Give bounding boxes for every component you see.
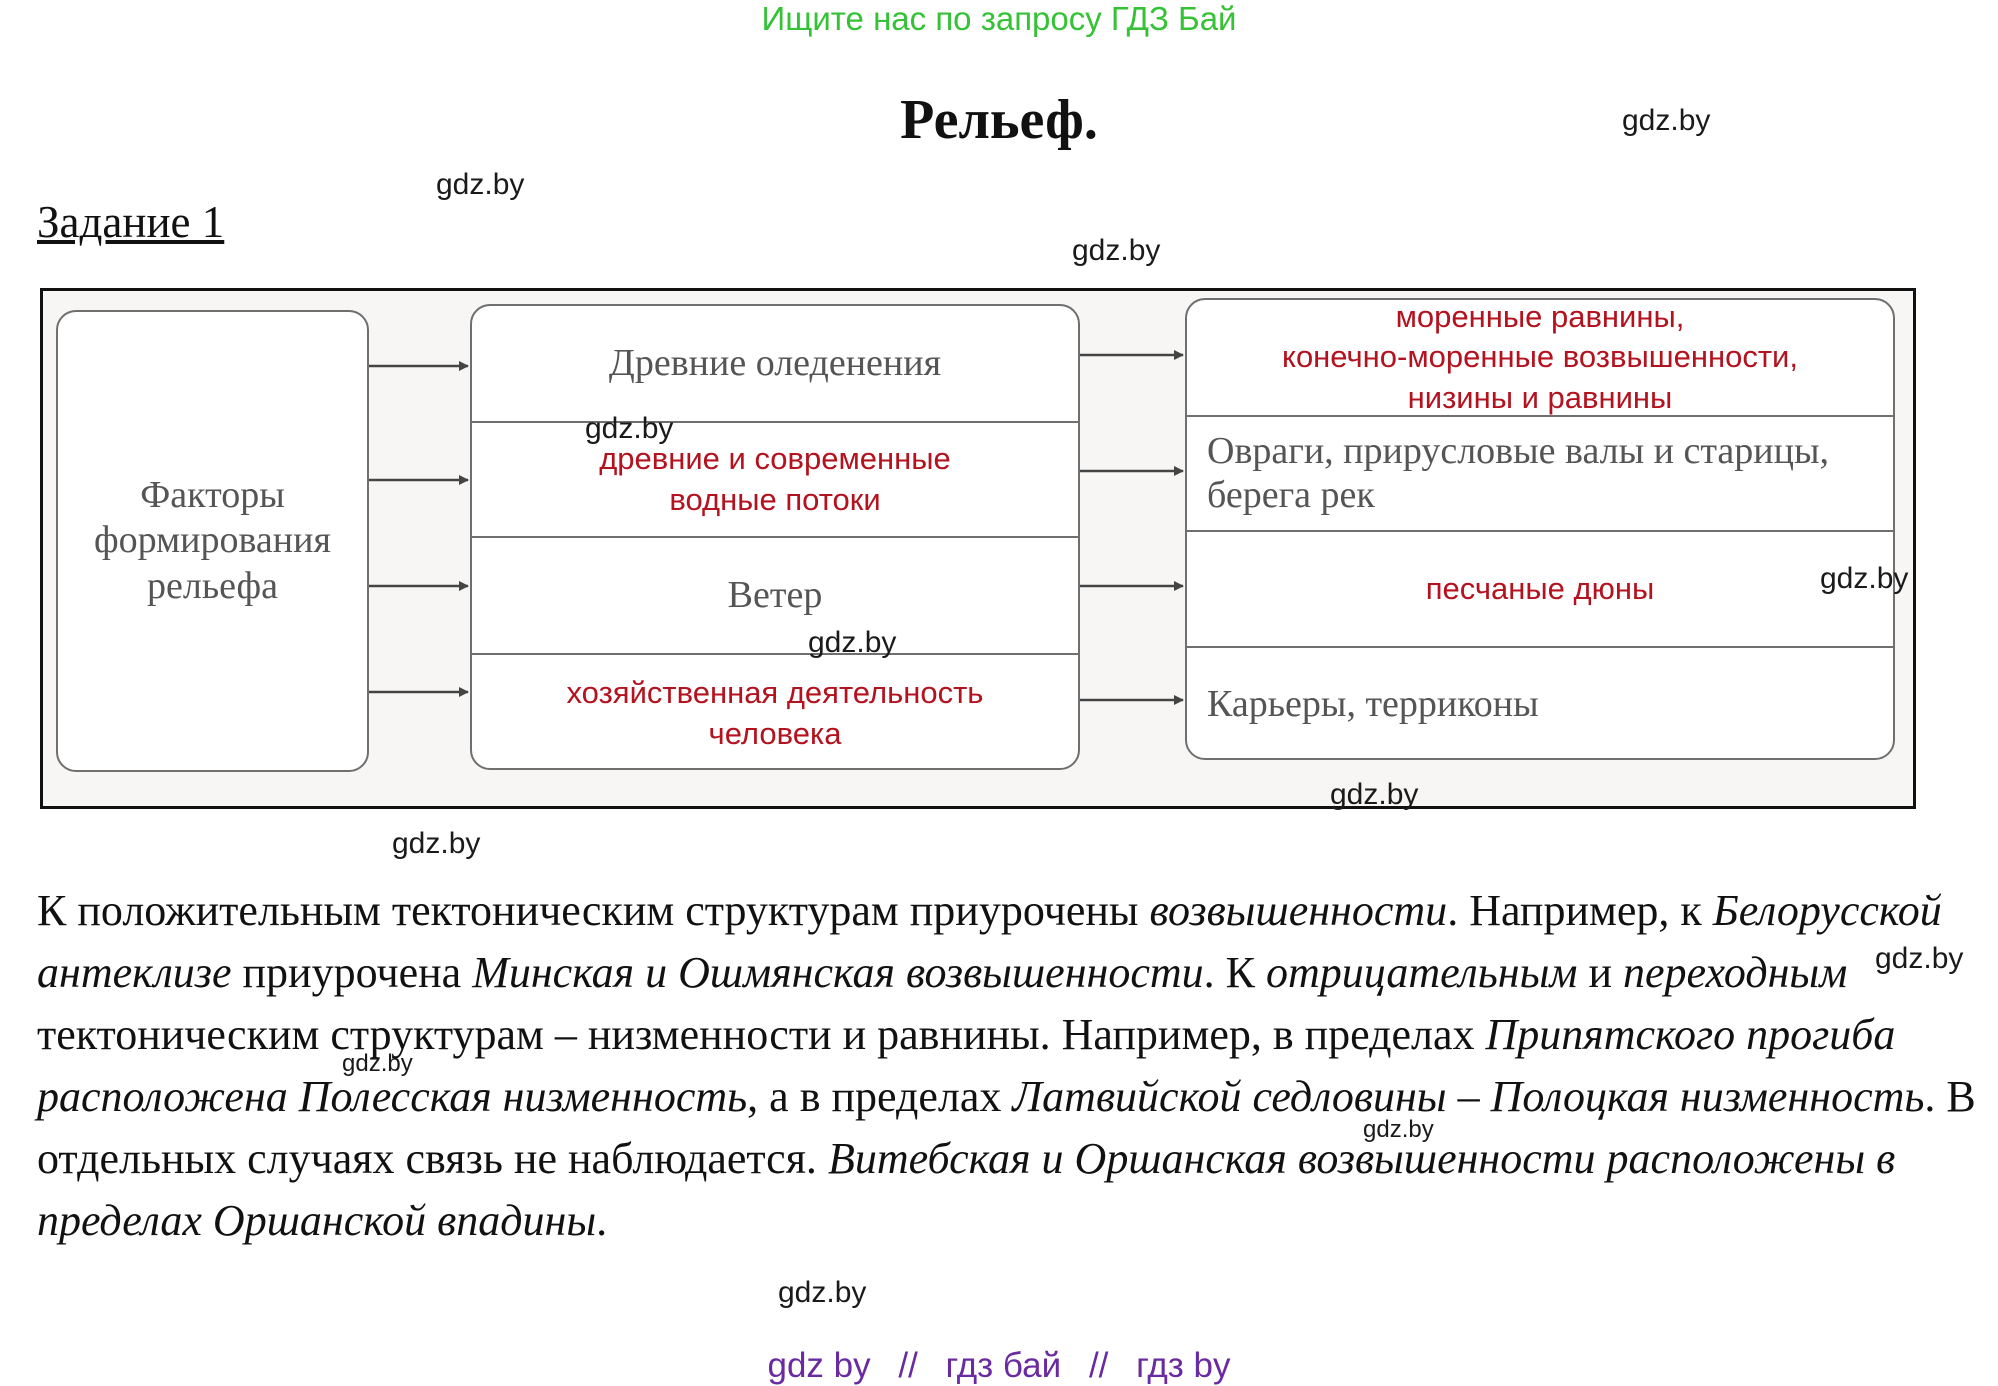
footer-link-gdz-by-cyr[interactable]: гдз by <box>1136 1346 1231 1385</box>
watermark: gdz.by <box>1330 778 1419 811</box>
task-heading: Задание 1 <box>37 197 225 247</box>
factor-cell: Ветер <box>472 536 1078 653</box>
watermark: gdz.by <box>1875 942 1964 975</box>
top-banner[interactable]: Ищите нас по запросу ГДЗ Бай <box>761 0 1237 37</box>
watermark: gdz.by <box>392 827 481 860</box>
landform-anthropogenic: Карьеры, терриконы <box>1207 683 1539 726</box>
factor-cell: древние и современные водные потоки <box>472 421 1078 536</box>
footer-separator: // <box>898 1346 918 1385</box>
factors-list: Древние оледенения древние и современные… <box>470 304 1080 770</box>
factors-box: Факторы формирования рельефа <box>56 310 369 772</box>
watermark: gdz.by <box>1072 234 1161 267</box>
page-title: Рельеф. <box>900 89 1098 151</box>
landforms-list: моренные равнины, конечно-моренные возвы… <box>1185 298 1895 760</box>
factor-cell: хозяйственная деятельность человека <box>472 653 1078 768</box>
watermark: gdz.by <box>585 412 674 445</box>
watermark: gdz.by <box>436 168 525 201</box>
watermark: gdz.by <box>1622 104 1711 137</box>
landform-cell: моренные равнины, конечно-моренные возвы… <box>1187 300 1893 415</box>
landform-fluvial: Овраги, прирусловые валы и старицы, бере… <box>1207 429 1829 516</box>
watermark: gdz.by <box>1820 562 1909 595</box>
landform-aeolian: песчаные дюны <box>1425 570 1655 606</box>
footer-separator: // <box>1088 1346 1109 1385</box>
answer-paragraph: К положительным тектоническим структурам… <box>37 886 1976 1245</box>
factor-water-flows: древние и современные водные потоки <box>599 441 951 517</box>
landform-cell: Овраги, прирусловые валы и старицы, бере… <box>1187 415 1893 530</box>
factor-wind: Ветер <box>727 573 823 616</box>
factor-human-activity: хозяйственная деятельность человека <box>566 675 984 751</box>
footer-link-gdz-bai[interactable]: гдз бай <box>945 1346 1062 1385</box>
watermark: gdz.by <box>808 626 897 659</box>
watermark: gdz.by <box>342 1050 413 1077</box>
footer-links: gdz by // гдз бай // гдз by <box>0 1346 1998 1386</box>
factor-glaciation: Древние оледенения <box>608 341 942 384</box>
footer-link-gdz-by[interactable]: gdz by <box>767 1346 871 1385</box>
factor-cell: Древние оледенения <box>472 306 1078 421</box>
landform-glacial: моренные равнины, конечно-моренные возвы… <box>1282 299 1798 415</box>
watermark: gdz.by <box>1363 1116 1434 1143</box>
watermark: gdz.by <box>778 1276 867 1309</box>
landform-cell: Карьеры, терриконы <box>1187 646 1893 758</box>
landform-cell: песчаные дюны <box>1187 530 1893 646</box>
factors-label: Факторы формирования рельефа <box>94 473 331 607</box>
